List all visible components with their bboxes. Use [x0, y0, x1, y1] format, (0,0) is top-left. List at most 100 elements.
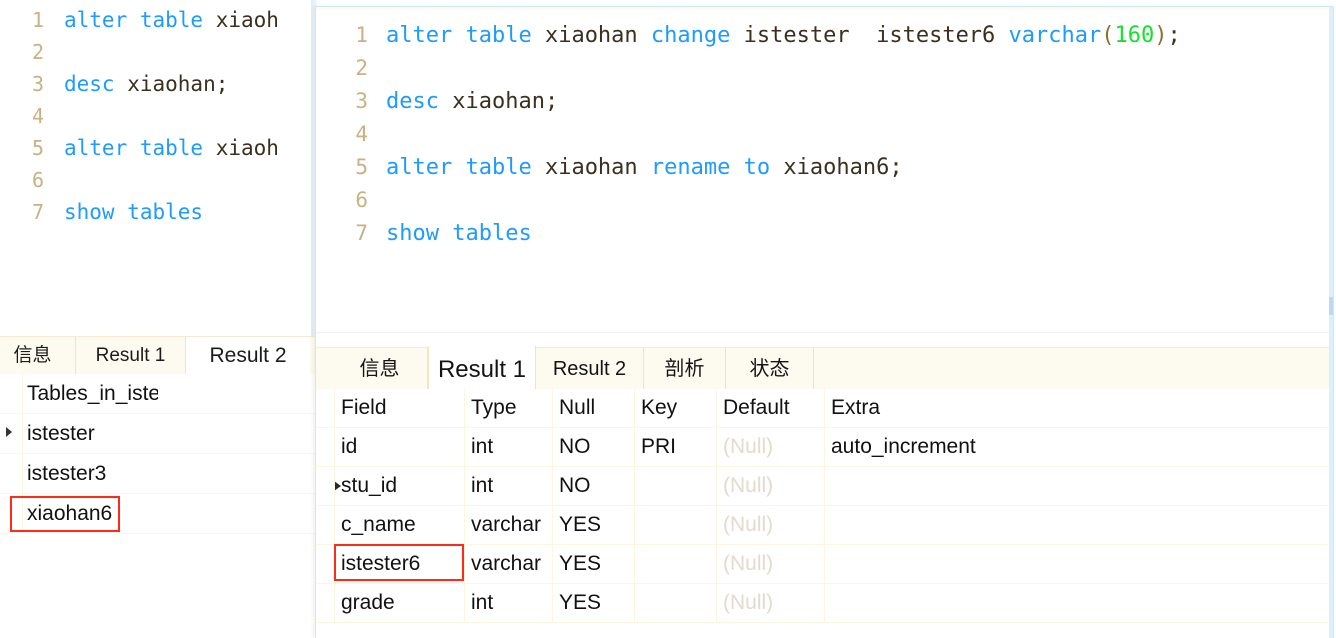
background-tab-信息[interactable]: 信息 [0, 337, 76, 375]
background-line-number: 4 [31, 104, 44, 128]
background-tab-result-1[interactable]: Result 1 [76, 337, 186, 375]
background-grid-cell: istester [22, 414, 158, 454]
result-grid-header-cell: Field [334, 389, 464, 427]
window-vertical-scrollbar[interactable] [1329, 7, 1333, 638]
result-grid-cell [634, 584, 716, 622]
result-grid-cell: (Null) [716, 506, 824, 544]
tab-剖析[interactable]: 剖析 [644, 348, 726, 390]
code-token: xiaohan; [452, 89, 559, 114]
tab-信息[interactable]: 信息 [332, 348, 428, 390]
background-line-number: 5 [31, 136, 44, 160]
tab-result-2[interactable]: Result 2 [536, 348, 644, 390]
background-grid-row[interactable]: xiaohan6 [0, 494, 320, 534]
result-grid-cell: (Null) [716, 467, 824, 505]
code-line: alter table xiaohan change istester iste… [386, 19, 1181, 52]
line-number: 3 [355, 89, 368, 113]
background-grid-row[interactable]: istester [0, 414, 320, 454]
result-grid-cell: int [464, 428, 552, 466]
result-grid-cell: (Null) [716, 584, 824, 622]
background-line-number: 7 [31, 200, 44, 224]
code-token: desc [386, 89, 453, 114]
code-token: alter table [386, 23, 545, 48]
code-token: xiaohan [544, 23, 651, 48]
result-grid-cell: grade [334, 584, 464, 622]
result-grid-cell: id [334, 428, 464, 466]
code-token: ; [1167, 23, 1181, 48]
line-number: 6 [355, 188, 368, 212]
background-grid-row[interactable]: istester3 [0, 454, 320, 494]
background-line-number: 3 [31, 72, 44, 96]
code-line: alter table xiaohan rename to xiaohan6; [386, 151, 903, 184]
result-grid-header-cell: Type [464, 389, 552, 427]
code-token: xiaohan [544, 155, 651, 180]
background-editor-scroll-strip[interactable] [311, 0, 317, 336]
result-grid-header-cell: Null [552, 389, 634, 427]
line-number: 4 [355, 122, 368, 146]
row-indicator-icon [6, 427, 12, 437]
row-indicator-icon [334, 481, 341, 491]
line-number: 2 [355, 56, 368, 80]
code-token: xiaohan6; [783, 155, 903, 180]
line-number: 1 [355, 23, 368, 47]
result-grid-cell: YES [552, 584, 634, 622]
result-grid-cell: int [464, 584, 552, 622]
line-number: 5 [355, 155, 368, 179]
result-grid-header-cell: Extra [824, 389, 1124, 427]
code-token: istester istester6 [743, 23, 1009, 48]
result-grid-cell [634, 506, 716, 544]
result-grid-cell: auto_increment [824, 428, 1124, 466]
line-number: 7 [355, 221, 368, 245]
background-code-line: show tables [64, 200, 204, 224]
result-grid-cell: (Null) [716, 545, 824, 583]
background-tab-result-2[interactable]: Result 2 [186, 337, 310, 375]
result-grid-cell: YES [552, 545, 634, 583]
result-grid-header-cell: Key [634, 389, 716, 427]
result-grid-cell [634, 467, 716, 505]
sql-editor[interactable]: 1 alter table xiaohan change istester ist… [316, 7, 1333, 333]
code-token: alter table [386, 155, 545, 180]
code-token: show tables [386, 221, 532, 246]
tab-状态[interactable]: 状态 [726, 348, 814, 390]
main-sql-window: 1 alter table xiaohan change istester ist… [315, 6, 1334, 638]
result-grid-cell: c_name [334, 506, 464, 544]
result-grid-cell: NO [552, 467, 634, 505]
code-token: 160 [1114, 23, 1155, 48]
result-grid-cell: YES [552, 506, 634, 544]
result-grid-cell: NO [552, 428, 634, 466]
result-grid-cell: int [464, 467, 552, 505]
code-line: desc xiaohan; [386, 85, 558, 118]
code-token: rename to [650, 155, 784, 180]
result-grid-cell: istester6 [334, 545, 464, 583]
background-grid-header-cell: Tables_in_iste [22, 374, 158, 414]
result-grid-cell: varchar [464, 506, 552, 544]
code-line: show tables [386, 217, 532, 250]
background-grid-header-row: Tables_in_iste [0, 374, 320, 414]
result-grid-cell [824, 467, 1124, 505]
result-grid-cell: stu_id [334, 467, 464, 505]
background-line-number: 6 [31, 168, 44, 192]
result-grid-cell [824, 506, 1124, 544]
code-token: ) [1154, 23, 1168, 48]
background-code-line: alter table xiaoh [64, 136, 279, 160]
background-line-number: 2 [31, 40, 44, 64]
background-grid-cell: xiaohan6 [22, 494, 158, 534]
tab-result-1[interactable]: Result 1 [428, 346, 536, 391]
background-grid-cell: istester3 [22, 454, 158, 494]
result-grid-cell: (Null) [716, 428, 824, 466]
window-vertical-scrollbar-thumb[interactable] [1329, 297, 1333, 315]
background-code-line: desc xiaohan; [64, 72, 229, 96]
code-token: varchar [1008, 23, 1102, 48]
result-grid-cell: PRI [634, 428, 716, 466]
code-token: ( [1101, 23, 1115, 48]
